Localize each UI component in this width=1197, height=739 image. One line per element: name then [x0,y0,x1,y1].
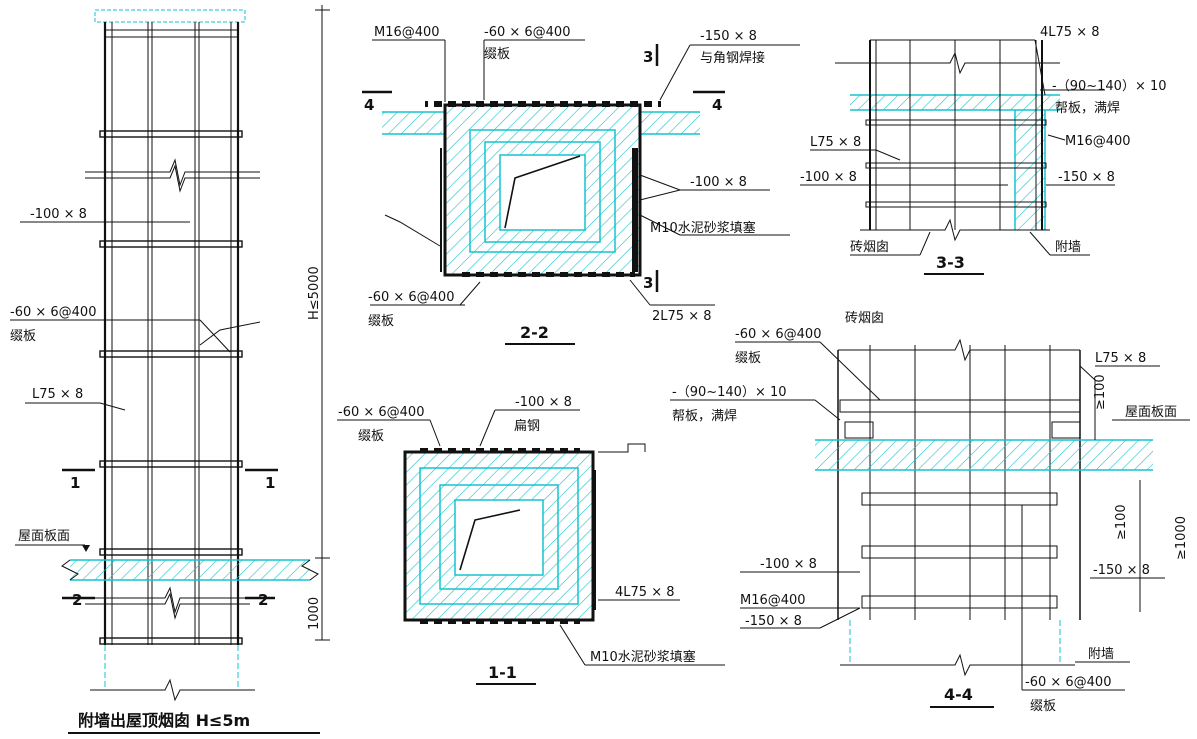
s33-plate100-label: -100 × 8 [800,170,857,185]
s44-roof-label: 屋面板面 [1125,405,1177,420]
elev-section1-left: 1 [70,474,80,492]
s22-mortar-label: M10水泥砂浆填塞 [650,220,756,236]
section-3-3: 4L75 × 8 -（90~140）× 10 帮板，满焊 M16@400 L75… [800,25,1167,275]
s44-ge1000-dim: ≥1000 [1174,516,1189,560]
s11-batten-name: 缀板 [358,429,384,444]
s11-angle-label: 4L75 × 8 [615,585,674,600]
s22-plate150-label: -150 × 8 [700,29,757,44]
s11-flat-label: 扁钢 [514,419,540,434]
s33-strap-label: -（90~140）× 10 [1052,79,1167,94]
s11-mortar-label: M10水泥砂浆填塞 [590,649,696,665]
s22-batten-top-name: 缀板 [484,47,510,62]
elev-angle-label: L75 × 8 [32,387,83,402]
s22-weld-label: 与角钢焊接 [700,50,765,66]
s44-batten-bot-label: -60 × 6@400 [1025,675,1111,690]
elev-roof-label: 屋面板面 [18,529,70,544]
section-2-2: M16@400 -60 × 6@400 缀板 -150 × 8 与角钢焊接 -1… [362,25,800,345]
section-2-2-title: 2-2 [520,323,549,342]
s22-angle-label: 2L75 × 8 [652,309,711,324]
s44-chimney-label: 砖烟囱 [845,311,884,326]
s22-mark3-bottom: 3 [643,274,653,292]
elev-section2-right: 2 [258,591,268,609]
section-1-1-title: 1-1 [488,663,517,682]
s44-strap-name: 帮板，满焊 [672,408,737,424]
s11-batten-label: -60 × 6@400 [338,405,424,420]
s33-chimney-label: 砖烟囱 [850,240,889,255]
s44-batten-label: -60 × 6@400 [735,327,821,342]
elev-1000-dim: 1000 [307,597,322,630]
s44-angle-label: L75 × 8 [1095,351,1146,366]
s33-wall-label: 附墙 [1055,240,1081,255]
s33-plate150-label: -150 × 8 [1058,170,1115,185]
s22-mark3-top: 3 [643,48,653,66]
s22-batten-bot-name: 缀板 [368,314,394,329]
s22-bolt-label: M16@400 [374,25,440,40]
s44-plate100-label: -100 × 8 [760,557,817,572]
elev-plate-100x8-label: -100 × 8 [30,207,87,222]
section-3-3-title: 3-3 [936,253,965,272]
elevation-view: -100 × 8 -60 × 6@400 缀板 L75 × 8 1 1 屋面板面… [10,5,330,734]
s44-bolt-label: M16@400 [740,593,806,608]
s22-batten-bot-label: -60 × 6@400 [368,290,454,305]
s44-plate150b-label: -150 × 8 [745,614,802,629]
s33-angle-label: L75 × 8 [810,135,861,150]
s44-batten-name: 缀板 [735,351,761,366]
s44-plate150a-label: -150 × 8 [1093,563,1150,578]
s33-strap-name: 帮板，满焊 [1055,100,1120,116]
s33-angle4-label: 4L75 × 8 [1040,25,1099,40]
s44-ge100a-dim: ≥100 [1093,374,1108,410]
elev-section1-right: 1 [265,474,275,492]
elev-batten-label: -60 × 6@400 [10,305,96,320]
s33-bolt-label: M16@400 [1065,134,1131,149]
s22-mark4-right: 4 [712,96,722,114]
section-4-4: 砖烟囱 -60 × 6@400 缀板 L75 × 8 -（90~140）× 10… [670,311,1190,714]
s44-wall-label: 附墙 [1088,647,1114,662]
s11-plate-label: -100 × 8 [515,395,572,410]
s44-strap-label: -（90~140）× 10 [672,385,787,400]
s22-mark4-left: 4 [364,96,374,114]
elev-batten-name: 缀板 [10,329,36,344]
s44-batten-bot-name: 缀板 [1030,699,1056,714]
elevation-title: 附墙出屋顶烟囱 H≤5m [78,711,250,730]
section-1-1: -60 × 6@400 缀板 -100 × 8 扁钢 4L75 × 8 M10水… [337,395,725,685]
s44-ge100b-dim: ≥100 [1114,504,1129,540]
s22-batten-top-label: -60 × 6@400 [484,25,570,40]
elev-section2-left: 2 [72,591,82,609]
elev-height-dim: H≤5000 [307,266,322,320]
s22-plate100-label: -100 × 8 [690,175,747,190]
section-4-4-title: 4-4 [944,685,973,704]
